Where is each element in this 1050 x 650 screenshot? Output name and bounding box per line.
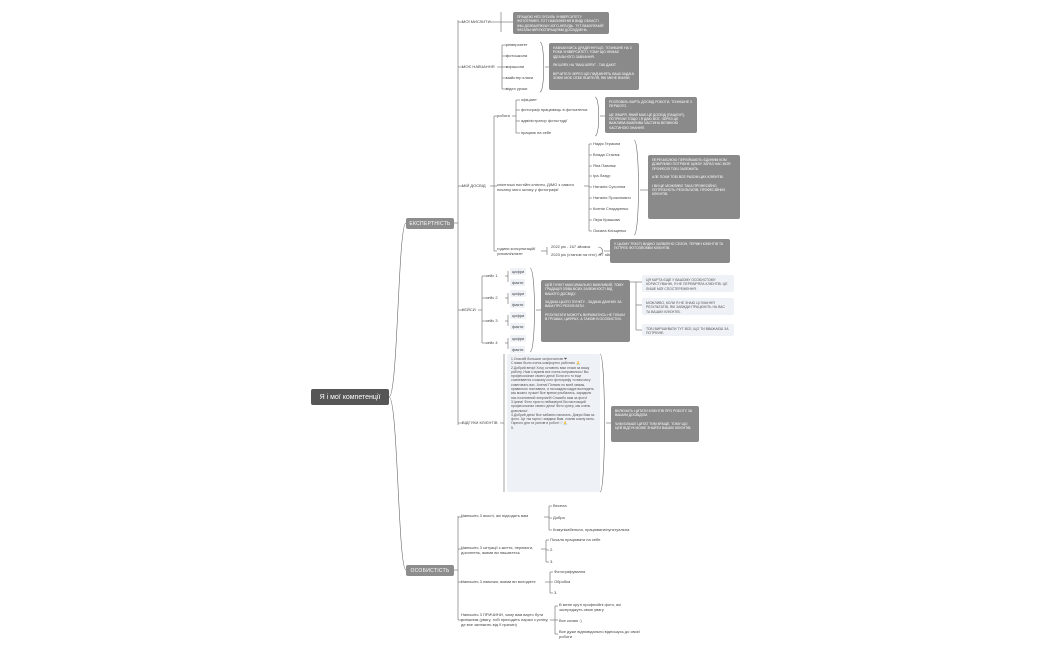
branch-experience[interactable]: МІЙ ДОСВІД: [462, 183, 486, 188]
client-name[interactable]: Влада Стасюк: [593, 152, 620, 157]
feature-answer[interactable]: 3.: [554, 590, 558, 595]
section-expertise[interactable]: ЕКСПЕРТНІСТЬ: [406, 218, 454, 229]
client-name[interactable]: Ксенія Сподаренко: [593, 206, 629, 211]
case-item[interactable]: цифри: [510, 268, 527, 275]
feature-answer[interactable]: Комунікабельна, працювати/пунктуальна: [553, 527, 630, 532]
case-item[interactable]: цифри: [510, 290, 527, 297]
note-cases-right: ТОБІ ВИРІШУВАТИ ТУТ ВСЕ, ЩО ТИ ВВАЖАЄШ З…: [642, 324, 734, 336]
client-name[interactable]: Лєра Крашова: [593, 217, 620, 222]
feature-answer[interactable]: Все кохаю :): [559, 618, 582, 623]
education-item[interactable]: відео уроки: [506, 86, 528, 91]
case-item[interactable]: цифри: [510, 312, 527, 319]
case-item[interactable]: факти: [510, 301, 526, 308]
feature-answer[interactable]: Весела: [553, 503, 567, 508]
note-hours: У ЦЬОМУ ТЕКСТІ ВИДНО ЗАЯВЛЕНО СЕЗОН, ТЕР…: [610, 239, 730, 263]
feature-question[interactable]: Напишіть 3 якості, які підходять вам: [461, 513, 529, 518]
feature-answer[interactable]: Все дуже відповідально відношусь до своє…: [559, 629, 640, 639]
case-item[interactable]: факти: [510, 323, 526, 330]
feature-answer[interactable]: 3.: [550, 559, 554, 564]
work-item[interactable]: працюю на себе: [521, 130, 552, 135]
branch-cases[interactable]: КЕЙСИ: [462, 307, 476, 312]
root-node[interactable]: Я і мої компетенції: [311, 389, 389, 405]
feature-answer[interactable]: 2.: [550, 547, 554, 552]
hours-label[interactable]: години консультацій/ усповлі/клієнт: [497, 246, 536, 256]
reviews-text: 1.Спасибі большое за фотосесію ❤ С вами …: [507, 354, 600, 492]
case-item[interactable]: цифри: [510, 335, 527, 342]
note-cases-right: МОЖЛИВО, КОЛИ Я НЕ ЗНАЮ ЦІ ЗНАННЯ РЕЗУЛЬ…: [642, 298, 734, 315]
hours-line[interactable]: 2023 рік (станом на літо) -97 зйомок: [551, 252, 618, 257]
case-item[interactable]: факти: [510, 346, 526, 353]
branch-education[interactable]: МОЄ НАВЧАННЯ: [462, 64, 495, 69]
client-name[interactable]: Надія Герасим: [593, 141, 621, 146]
feature-answer[interactable]: В мене круті професійні фото, які зосере…: [559, 602, 621, 612]
note-education: НАВЧАЮЧИСЬ ДРАДЕННЯ ЩО, ТОЧНІШНЕ НА 3 РО…: [549, 43, 639, 90]
education-item[interactable]: університет: [506, 42, 528, 47]
case-label[interactable]: кейс 1: [486, 273, 498, 278]
hours-line[interactable]: 2022 рік - 167 зйомок: [551, 244, 591, 249]
feature-answer[interactable]: Обробка: [554, 579, 571, 584]
work-label[interactable]: робота: [497, 113, 510, 118]
section-features[interactable]: ОСОБИСТІСТЬ: [406, 565, 454, 576]
client-name[interactable]: Яна Павлюк: [593, 163, 616, 168]
feature-answer[interactable]: Фотографування: [554, 569, 586, 574]
client-name[interactable]: Наталія Сухоліна: [593, 184, 626, 189]
feature-answer[interactable]: Почала працювати на себе: [550, 537, 601, 542]
branch-reviews[interactable]: ВІДГУКИ КЛІЄНТІВ: [462, 420, 498, 425]
feature-question[interactable]: Напишіть 3 навички, якими ви володієте: [461, 579, 536, 584]
case-item[interactable]: факти: [510, 279, 526, 286]
client-name[interactable]: Іра Лазур: [593, 173, 611, 178]
branch-thoughts[interactable]: МОЇ МИСЛИТИ: [462, 19, 491, 24]
note-cases-right: ЦЯ КАРТА ЄЩЕ У ВАШОМУ ОСОБИСТОМУ КОРИСТУ…: [642, 275, 734, 292]
note-work: РОЗПОВІЛЬ ВАРТЬ ДОСВІД РОБОТИ, ТОЧНІШНЕ …: [605, 97, 697, 133]
note-cases: ЦЕЙ ПУНКТ МАКСИМАЛЬНО ВАЖЛИВИЙ, ТОМУ ГРА…: [541, 280, 630, 342]
note-thoughts: ПРАЦЮЮ НЕЗ ЗУСИЛЬ УНІВЕРСИТЕТУ ФОТОГРАФІ…: [513, 12, 609, 34]
case-label[interactable]: кейс 2: [486, 295, 498, 300]
work-item[interactable]: офіціант: [521, 97, 537, 102]
work-item[interactable]: адміністратор фотостудії: [521, 118, 568, 123]
education-item[interactable]: воркшопи: [506, 64, 525, 69]
clients-label[interactable]: клієнтські постійні клієнти, ДІМО з само…: [497, 182, 575, 192]
note-reviews: ВКЛЮЧАТЬ ЦИТАТИ КЛІЄНТІВ ПРО РОБОТУ ЗА В…: [611, 406, 699, 442]
note-clients: ПЕРЕЧИСЛЮЮ ПЕРЕЙМАЮТЬ ЄДИНИМ КОМ ДОВІРЛИ…: [648, 155, 740, 219]
client-name[interactable]: Наталія Прокопович: [593, 195, 631, 200]
education-item[interactable]: майстер класи: [506, 75, 534, 80]
feature-question[interactable]: Напишіть 3 ПРИЧИНИ, чому вам варто бути …: [461, 612, 549, 627]
case-label[interactable]: кейс 3: [486, 318, 498, 323]
feature-question[interactable]: Напишіть 3 ситуації з життя, перемоги, д…: [461, 545, 534, 555]
case-label[interactable]: кейс 4: [486, 340, 498, 345]
work-item[interactable]: фотограф працювець в фотоательє: [521, 107, 588, 112]
feature-answer[interactable]: Добра: [553, 515, 565, 520]
client-name[interactable]: Оксана Клищенко: [593, 228, 627, 233]
education-item[interactable]: фотошкола: [506, 53, 528, 58]
